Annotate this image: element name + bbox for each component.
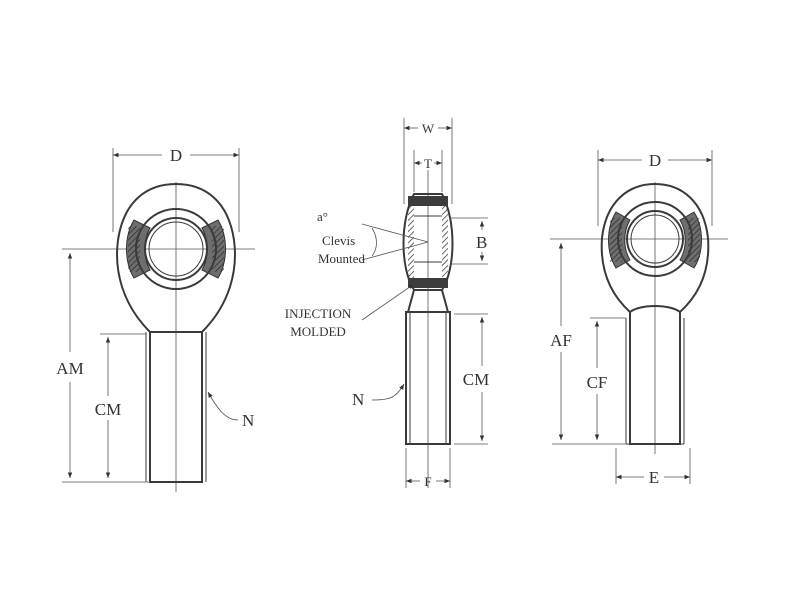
left-liner-hatch-right bbox=[212, 226, 224, 272]
right-ball-bore-inner bbox=[630, 214, 680, 264]
mid-f-label: F bbox=[424, 474, 431, 489]
left-cm-label: CM bbox=[95, 400, 121, 419]
left-housing-outline bbox=[116, 182, 236, 333]
mid-angle-line-lower bbox=[361, 241, 429, 261]
side-view: W T a° Clevis Mounted B bbox=[285, 118, 489, 489]
mid-housing-hatch-left bbox=[408, 206, 414, 278]
left-ball-bore-inner bbox=[148, 221, 204, 277]
mid-angle-label: a° bbox=[317, 209, 328, 224]
mid-angle-line-upper bbox=[361, 223, 429, 243]
right-cf-label: CF bbox=[587, 373, 608, 392]
mid-shank bbox=[405, 311, 451, 445]
mid-liner-bottom bbox=[408, 278, 448, 288]
mid-angle-arc bbox=[371, 227, 377, 257]
mid-cm-label: CM bbox=[463, 370, 489, 389]
mid-injection-label: INJECTION bbox=[285, 306, 352, 321]
mid-housing-hatch-right bbox=[442, 206, 448, 278]
right-e-label: E bbox=[649, 468, 659, 487]
mid-molded-label: MOLDED bbox=[290, 324, 346, 339]
female-rod-end-view: D AF CF E bbox=[550, 150, 728, 487]
mid-neck bbox=[407, 289, 449, 313]
male-rod-end-view: D AM CM N bbox=[56, 146, 255, 492]
left-n-leader bbox=[207, 391, 239, 421]
right-ball-outer bbox=[617, 201, 693, 277]
left-liner-hatch-left bbox=[128, 226, 140, 272]
right-housing-outline bbox=[600, 182, 710, 314]
left-ball-bore bbox=[144, 217, 208, 281]
left-threaded-shank bbox=[149, 332, 203, 483]
mid-clevis-label: Clevis bbox=[322, 233, 355, 248]
mid-n-leader bbox=[371, 383, 405, 401]
left-am-label: AM bbox=[56, 359, 83, 378]
right-af-label: AF bbox=[550, 331, 572, 350]
right-d-label: D bbox=[649, 151, 661, 170]
right-ball-bore bbox=[626, 210, 684, 268]
mid-injection-leader bbox=[361, 283, 415, 321]
left-d-label: D bbox=[170, 146, 182, 165]
mid-liner-top bbox=[408, 196, 448, 206]
left-ball-outer bbox=[135, 208, 217, 290]
left-n-label: N bbox=[242, 411, 254, 430]
mid-n-label: N bbox=[352, 390, 364, 409]
mid-b-label: B bbox=[476, 233, 487, 252]
mid-w-label: W bbox=[422, 121, 435, 136]
mid-t-label: T bbox=[424, 156, 432, 171]
mid-mounted-label: Mounted bbox=[318, 251, 365, 266]
